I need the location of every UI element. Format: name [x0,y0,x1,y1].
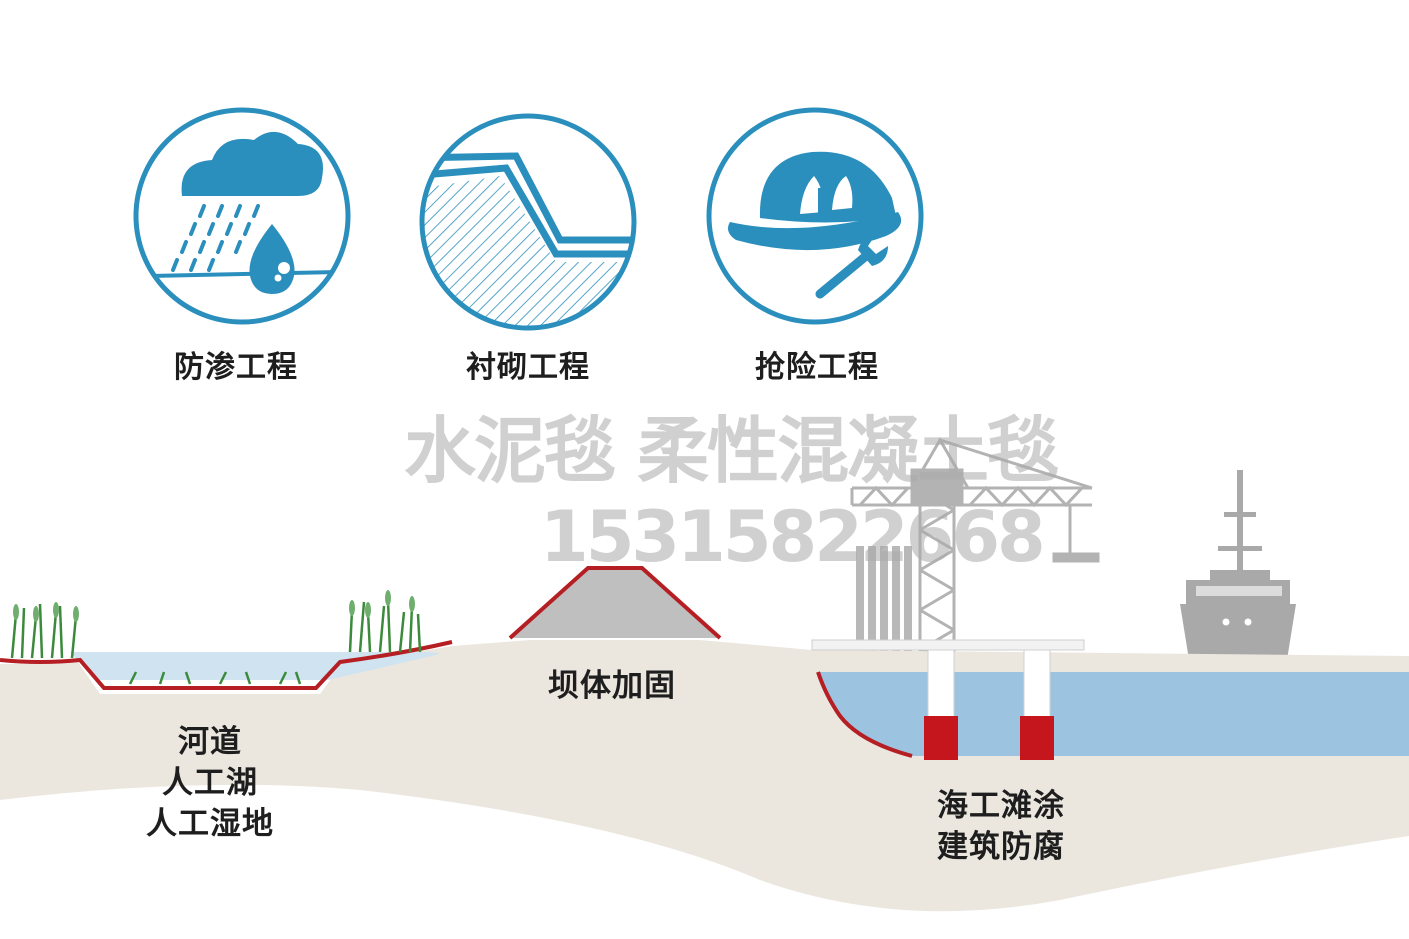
label-lining: 衬砌工程 [466,350,590,385]
label-marine-2: 建筑防腐 [937,829,1065,865]
sea-water [818,672,1409,756]
label-marine: 海工滩涂 建筑防腐 [916,786,1086,868]
river-liner [0,640,453,690]
reeds [10,599,422,685]
ship [1180,470,1296,666]
label-river-3: 人工湿地 [146,806,274,842]
reed-heads [13,590,415,622]
label-river: 河道 人工湖 人工湿地 [130,722,290,845]
label-seepage: 防渗工程 [174,350,298,385]
label-emergency: 抢险工程 [755,350,879,385]
sea-bank-liner [816,671,913,758]
pier-piles [924,649,1054,760]
watermark-phone: 15315822668 [540,496,1046,578]
label-river-2: 人工湖 [162,765,258,801]
lower-wave [0,784,1409,939]
watermark-title: 水泥毯 柔性混凝土毯 [404,409,1059,493]
label-dam: 坝体加固 [548,668,676,704]
pier-deck [811,639,1085,651]
label-river-1: 河道 [178,724,242,760]
pipes [856,546,912,672]
dam-liner [508,566,722,640]
hardhat-wrench-icon [706,107,924,325]
dam [510,568,720,638]
label-marine-1: 海工滩涂 [937,788,1065,824]
rain-seepage-icon [133,107,351,325]
slope-lining-icon [419,113,637,331]
